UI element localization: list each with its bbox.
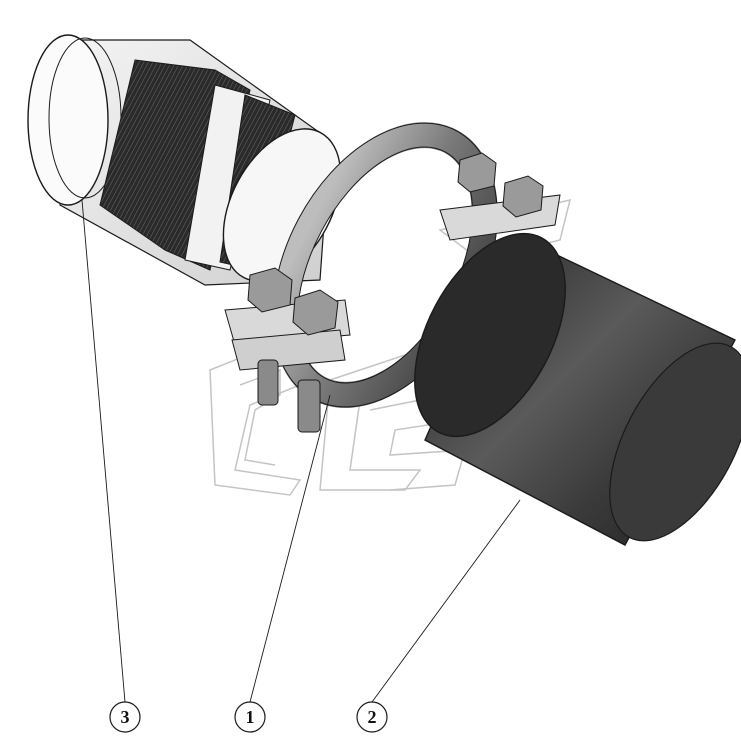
bolt-lower-left bbox=[247, 267, 293, 406]
hose-part-3 bbox=[27, 34, 342, 286]
callout-1-label: 1 bbox=[246, 707, 255, 727]
callout-1: 1 bbox=[234, 701, 266, 733]
hose-end-collar bbox=[27, 34, 109, 206]
leader-line-1 bbox=[249, 394, 331, 703]
pipe-part-2 bbox=[414, 232, 741, 546]
pipe-far-end bbox=[609, 342, 741, 542]
callout-3: 3 bbox=[109, 701, 141, 733]
callout-2: 2 bbox=[356, 701, 388, 733]
clamp-part-1 bbox=[224, 122, 561, 433]
callout-3-label: 3 bbox=[121, 707, 130, 727]
bolt-lower-right bbox=[292, 289, 339, 433]
callout-2-label: 2 bbox=[368, 707, 377, 727]
leader-line-2 bbox=[371, 499, 521, 703]
bolt-upper-left bbox=[457, 152, 497, 193]
leader-lines bbox=[81, 199, 521, 703]
leader-line-3 bbox=[81, 199, 126, 703]
bolt-upper-right bbox=[502, 175, 544, 218]
pipe-end bbox=[414, 232, 566, 438]
